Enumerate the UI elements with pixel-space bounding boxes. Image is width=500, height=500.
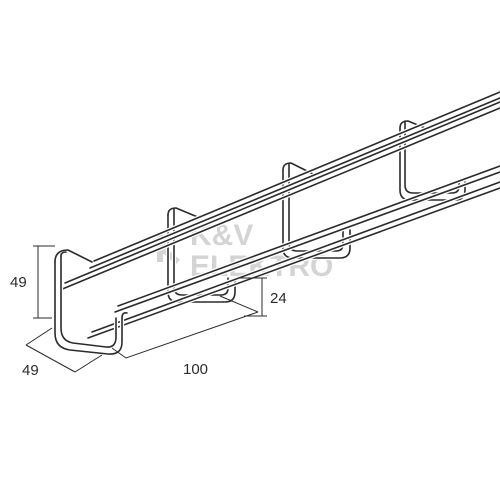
rail-spacing-dimension: 100 xyxy=(111,295,259,378)
inner-height-dimension: 24 xyxy=(240,277,287,317)
width-dimension-label: 49 xyxy=(22,362,39,379)
frame-wire-1 xyxy=(52,249,128,357)
rail-spacing-dimension-label: 100 xyxy=(183,361,208,378)
width-dimension: 49 xyxy=(22,327,103,379)
height-dimension-label: 49 xyxy=(10,274,27,291)
dimensions: 49 49 100 24 xyxy=(10,245,287,379)
cable-tray xyxy=(52,89,500,357)
longitudinal-wires xyxy=(57,89,500,341)
height-dimension: 49 xyxy=(10,245,55,319)
inner-height-dimension-label: 24 xyxy=(270,290,287,307)
